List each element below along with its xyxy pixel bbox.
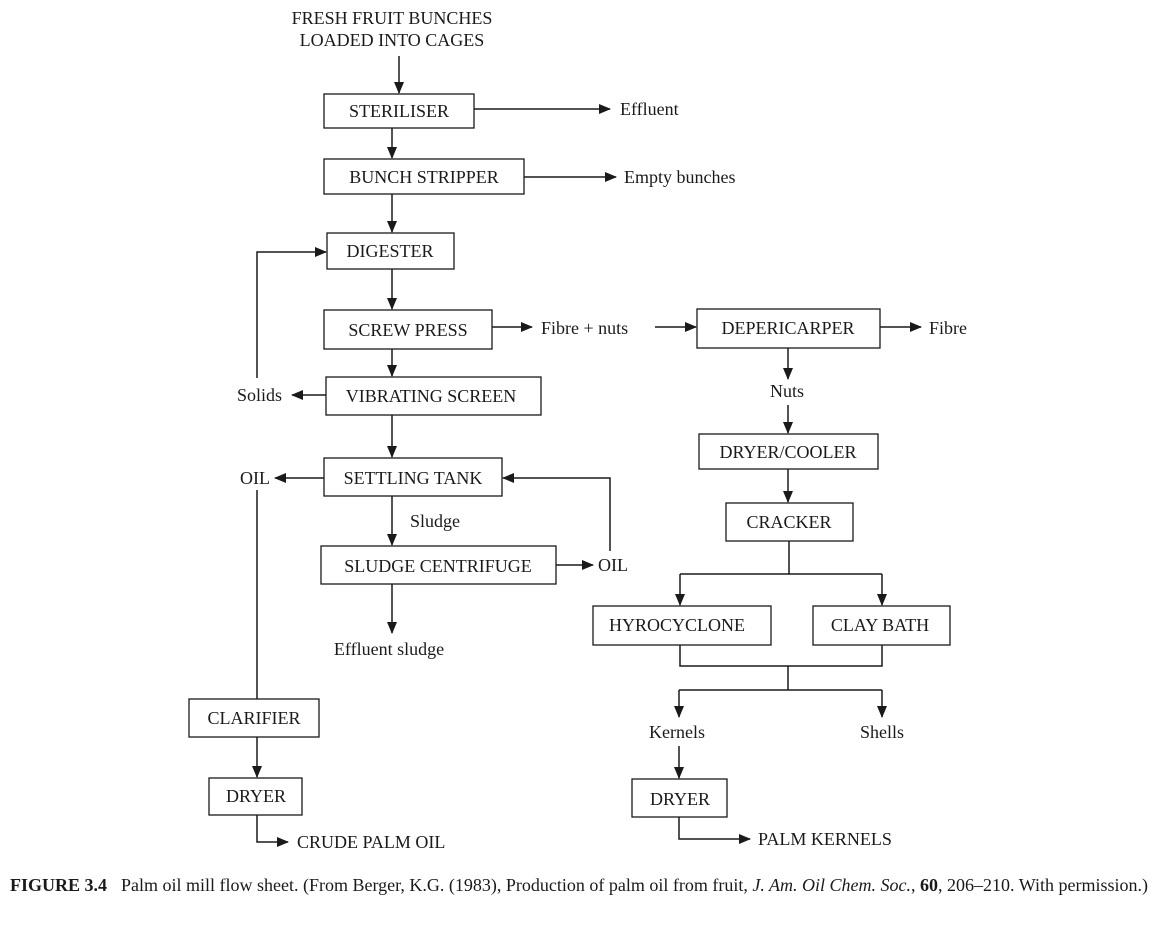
node-digester: DIGESTER bbox=[326, 232, 455, 270]
node-dryer-cooler-label: DRYER/COOLER bbox=[719, 442, 856, 462]
caption-text-2: , bbox=[911, 875, 921, 895]
figure-number: FIGURE 3.4 bbox=[10, 875, 108, 895]
node-digester-label: DIGESTER bbox=[347, 241, 434, 261]
node-dryer-kernel: DRYER bbox=[631, 778, 728, 818]
arrow-solids-recycle bbox=[256, 247, 327, 378]
node-depericarper: DEPERICARPER bbox=[696, 308, 881, 349]
node-clarifier-label: CLARIFIER bbox=[207, 708, 300, 728]
node-bunch-stripper-label: BUNCH STRIPPER bbox=[349, 167, 499, 187]
node-dryer-oil-label: DRYER bbox=[226, 786, 286, 806]
node-screw-press-label: SCREW PRESS bbox=[348, 320, 467, 340]
flow-diagram: FRESH FRUIT BUNCHES LOADED INTO CAGES ST… bbox=[188, 8, 967, 852]
label-nuts: Nuts bbox=[770, 381, 804, 401]
node-screw-press: SCREW PRESS bbox=[323, 309, 493, 350]
node-clay-bath-label: CLAY BATH bbox=[831, 615, 929, 635]
caption-text-3: , 206–210. With permission.) bbox=[938, 875, 1148, 895]
label-sludge: Sludge bbox=[410, 511, 460, 531]
line-cracker-split bbox=[680, 541, 882, 575]
caption-journal: J. Am. Oil Chem. Soc. bbox=[752, 875, 912, 895]
node-steriliser-label: STERILISER bbox=[349, 101, 449, 121]
start-label-line1: FRESH FRUIT BUNCHES bbox=[292, 8, 493, 28]
label-solids: Solids bbox=[237, 385, 282, 405]
node-vibrating-screen-label: VIBRATING SCREEN bbox=[346, 386, 517, 406]
arrow-crude-palm-oil bbox=[256, 815, 289, 847]
label-crude-palm-oil: CRUDE PALM OIL bbox=[297, 832, 445, 852]
node-clay-bath: CLAY BATH bbox=[812, 605, 951, 646]
node-sludge-centrifuge-label: SLUDGE CENTRIFUGE bbox=[344, 556, 532, 576]
label-kernels: Kernels bbox=[649, 722, 705, 742]
node-steriliser: STERILISER bbox=[323, 93, 475, 129]
label-effluent-sludge: Effluent sludge bbox=[334, 639, 444, 659]
node-clarifier: CLARIFIER bbox=[188, 698, 320, 738]
arrow-oil-recycle bbox=[502, 473, 611, 551]
label-palm-kernels: PALM KERNELS bbox=[758, 829, 892, 849]
node-hydrocyclone-label: HYROCYCLONE bbox=[609, 615, 745, 635]
label-shells: Shells bbox=[860, 722, 904, 742]
node-depericarper-label: DEPERICARPER bbox=[721, 318, 854, 338]
label-oil-right: OIL bbox=[598, 555, 628, 575]
figure-caption: FIGURE 3.4 Palm oil mill flow sheet. (Fro… bbox=[10, 872, 1160, 899]
node-settling-tank-label: SETTLING TANK bbox=[344, 468, 483, 488]
node-cracker-label: CRACKER bbox=[746, 512, 831, 532]
node-bunch-stripper: BUNCH STRIPPER bbox=[323, 158, 525, 195]
arrow-palm-kernels bbox=[678, 817, 751, 844]
label-fibre: Fibre bbox=[929, 318, 967, 338]
caption-volume: 60 bbox=[920, 875, 939, 895]
node-dryer-kernel-label: DRYER bbox=[650, 789, 710, 809]
line-merge bbox=[679, 645, 883, 691]
start-label-line2: LOADED INTO CAGES bbox=[300, 30, 485, 50]
node-settling-tank: SETTLING TANK bbox=[323, 457, 503, 497]
node-dryer-cooler: DRYER/COOLER bbox=[698, 433, 879, 470]
node-vibrating-screen: VIBRATING SCREEN bbox=[325, 376, 542, 416]
node-cracker: CRACKER bbox=[725, 502, 854, 542]
caption-text-1: Palm oil mill flow sheet. (From Berger, … bbox=[121, 875, 753, 895]
label-effluent: Effluent bbox=[620, 99, 679, 119]
node-dryer-oil: DRYER bbox=[208, 777, 303, 816]
label-fibre-nuts: Fibre + nuts bbox=[541, 318, 628, 338]
node-hydrocyclone: HYROCYCLONE bbox=[592, 605, 772, 646]
label-oil-left: OIL bbox=[240, 468, 270, 488]
label-empty-bunches: Empty bunches bbox=[624, 167, 735, 187]
node-sludge-centrifuge: SLUDGE CENTRIFUGE bbox=[320, 545, 557, 585]
